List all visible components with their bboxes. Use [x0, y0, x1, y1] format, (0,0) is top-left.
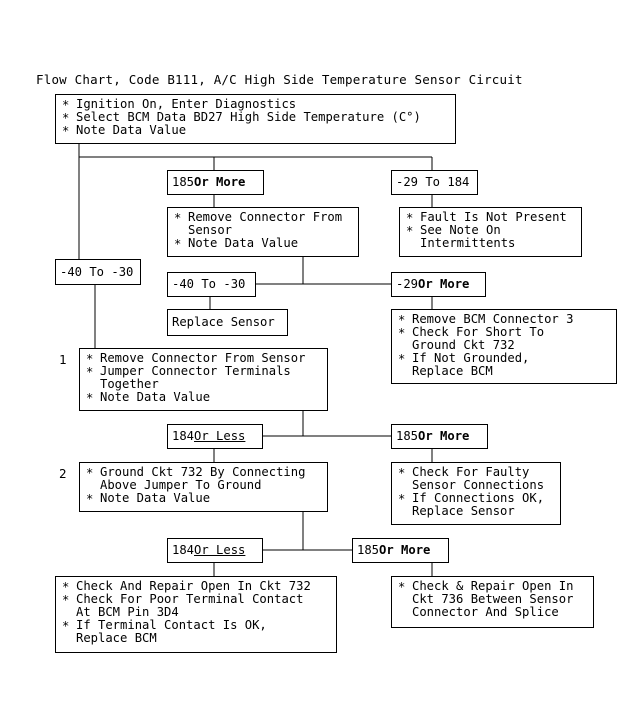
list-item: Note Data Value [62, 124, 451, 139]
list-item: Note Data Value [86, 492, 323, 507]
branch-minus29-to-184: -29 To 184 [391, 170, 478, 195]
branch-184-or-less: 184 Or Less [167, 424, 263, 449]
chart-title: Flow Chart, Code B111, A/C High Side Tem… [36, 72, 523, 87]
branch-184-or-less-2: 184 Or Less [167, 538, 263, 563]
step-number-2: 2 [59, 466, 67, 481]
branch-185-or-more: 185 Or More [167, 170, 264, 195]
list-item: Remove BCM Connector 3 [398, 313, 612, 328]
list-item: If Not Grounded,Replace BCM [398, 352, 612, 378]
branch-minus40-to-minus30-left: -40 To -30 [55, 259, 141, 285]
list-item: Note Data Value [86, 391, 323, 406]
list-item: If Connections OK,Replace Sensor [398, 492, 556, 518]
fault-not-present-box: Fault Is Not Present See Note OnIntermit… [399, 207, 582, 257]
list-item: Fault Is Not Present [406, 211, 577, 226]
start-box: Ignition On, Enter Diagnostics Select BC… [55, 94, 456, 144]
replace-sensor-box: Replace Sensor [167, 309, 288, 336]
list-item: If Terminal Contact Is OK,Replace BCM [62, 619, 332, 645]
list-item: Select BCM Data BD27 High Side Temperatu… [62, 111, 451, 126]
remove-bcm-connector-box: Remove BCM Connector 3 Check For Short T… [391, 309, 617, 384]
branch-minus40-to-minus30: -40 To -30 [167, 272, 256, 297]
branch-185-or-more-2: 185 Or More [391, 424, 488, 449]
step-number-1: 1 [59, 352, 67, 367]
list-item: Check And Repair Open In Ckt 732 [62, 580, 332, 595]
branch-minus29-or-more: -29 Or More [391, 272, 486, 297]
repair-open-ckt-732-box: Check And Repair Open In Ckt 732 Check F… [55, 576, 337, 653]
jumper-connector-box: Remove Connector From Sensor Jumper Conn… [79, 348, 328, 411]
branch-185-or-more-3: 185 Or More [352, 538, 449, 563]
list-item: Ignition On, Enter Diagnostics [62, 98, 451, 113]
list-item: Remove Connector From Sensor [86, 352, 323, 367]
list-item: Note Data Value [174, 237, 354, 252]
